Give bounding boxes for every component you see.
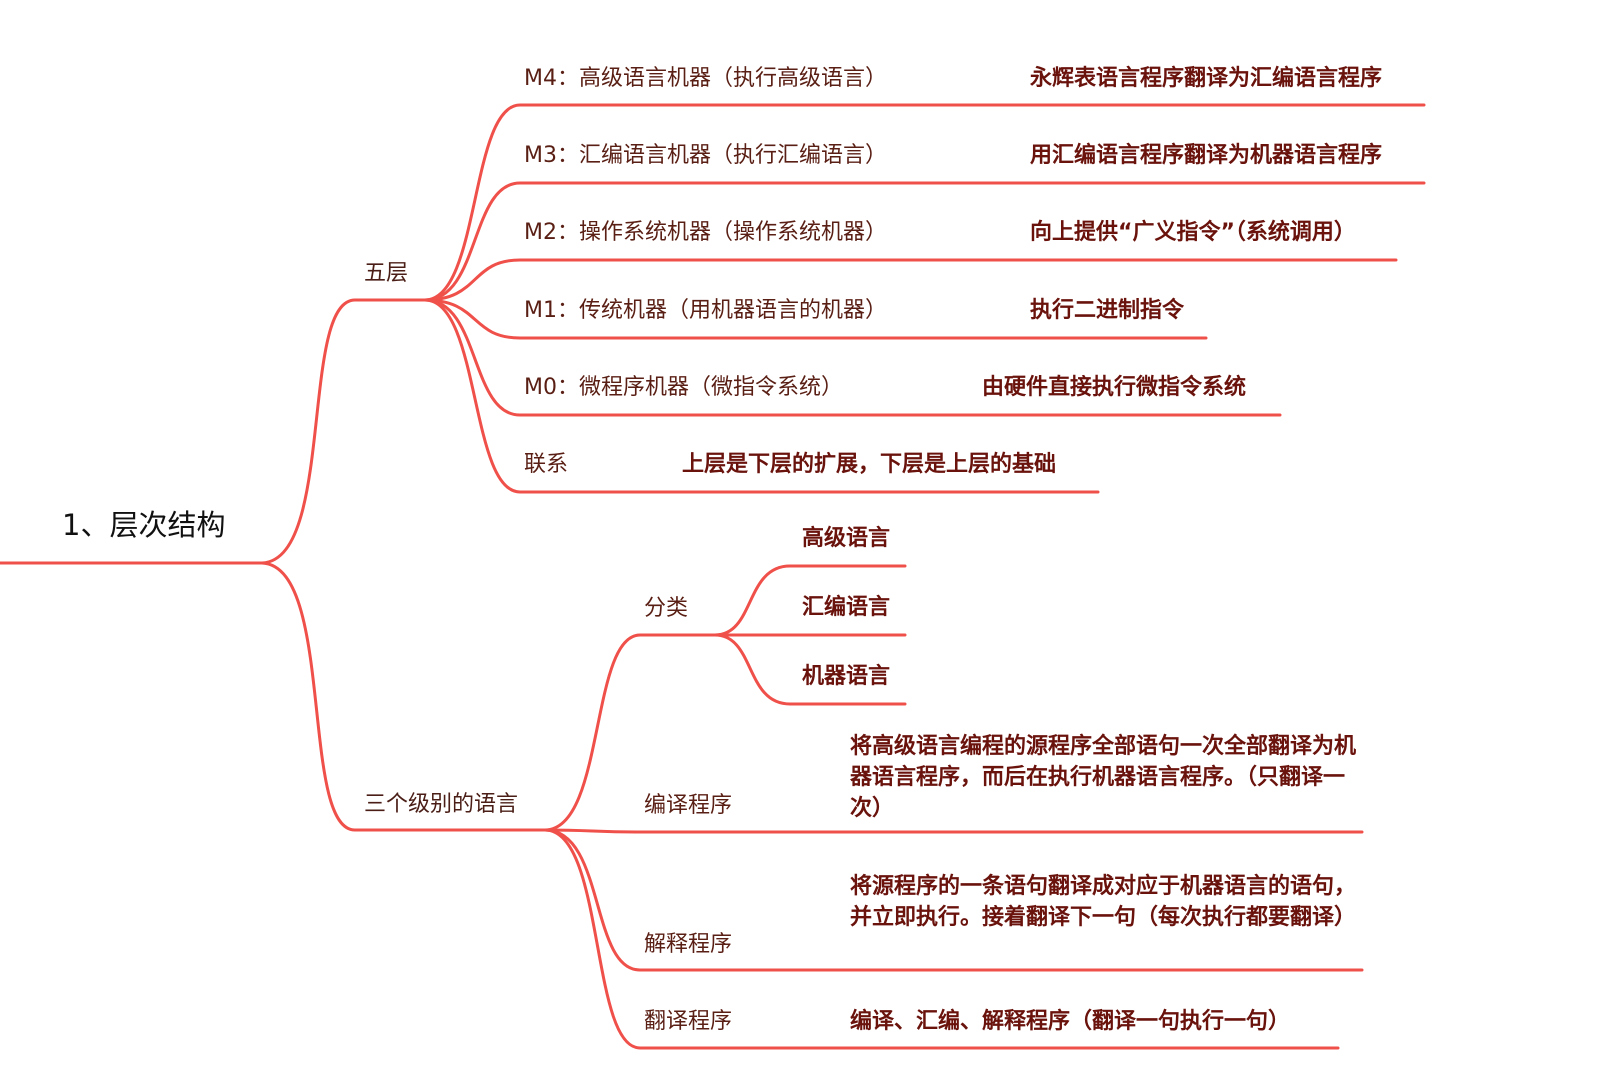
branch-classify [543,633,717,832]
classify-item-machine: 机器语言 [802,664,891,689]
compile-desc: 将高级语言编程的源程序全部语句一次全部翻译为机器语言程序，而后在执行机器语言程序… [850,734,1357,821]
branch-m0 [423,298,1282,417]
m3-desc: 用汇编语言程序翻译为机器语言程序 [1030,143,1383,168]
five-layers-label: 五层 [364,261,409,286]
compile-title: 编译程序 [644,793,733,818]
m2-desc: 向上提供“广义指令”（系统调用） [1030,220,1356,245]
classify-item-high: 高级语言 [802,526,891,551]
branch-relation [423,298,1100,494]
m4-title: M4：高级语言机器（执行高级语言） [524,66,887,91]
branch-translate [543,828,1340,1050]
branch-m4 [423,103,1426,302]
m0-desc: 由硬件直接执行微指令系统 [982,375,1247,400]
m1-title: M1：传统机器（用机器语言的机器） [524,298,887,323]
branch-root-five-layers [260,298,427,565]
branch-machine-lang [713,633,907,706]
m2-title: M2：操作系统机器（操作系统机器） [524,220,887,245]
interpret-title: 解释程序 [644,932,733,957]
translate-title: 翻译程序 [644,1009,733,1034]
branch-m3 [423,181,1426,302]
root-node-title: 1、层次结构 [62,508,226,542]
branch-m2 [423,258,1398,302]
m0-title: M0：微程序机器（微指令系统） [524,375,843,400]
classify-label: 分类 [644,596,689,621]
branch-compile [543,828,1364,834]
relation-desc: 上层是下层的扩展，下层是上层的基础 [682,452,1057,477]
branch-m1 [423,298,1208,340]
languages-label: 三个级别的语言 [364,792,519,817]
branch-root-languages [260,561,547,832]
classify-item-asm: 汇编语言 [802,595,891,620]
interpret-desc: 将源程序的一条语句翻译成对应于机器语言的语句，并立即执行。接着翻译下一句（每次执… [850,874,1357,930]
m3-title: M3：汇编语言机器（执行汇编语言） [524,143,887,168]
m1-desc: 执行二进制指令 [1030,298,1185,323]
branch-interpret [543,828,1364,972]
translate-desc: 编译、汇编、解释程序（翻译一句执行一句） [850,1009,1291,1034]
branch-high-lang [713,564,907,637]
m4-desc: 永辉表语言程序翻译为汇编语言程序 [1030,66,1383,91]
relation-title: 联系 [524,452,569,477]
